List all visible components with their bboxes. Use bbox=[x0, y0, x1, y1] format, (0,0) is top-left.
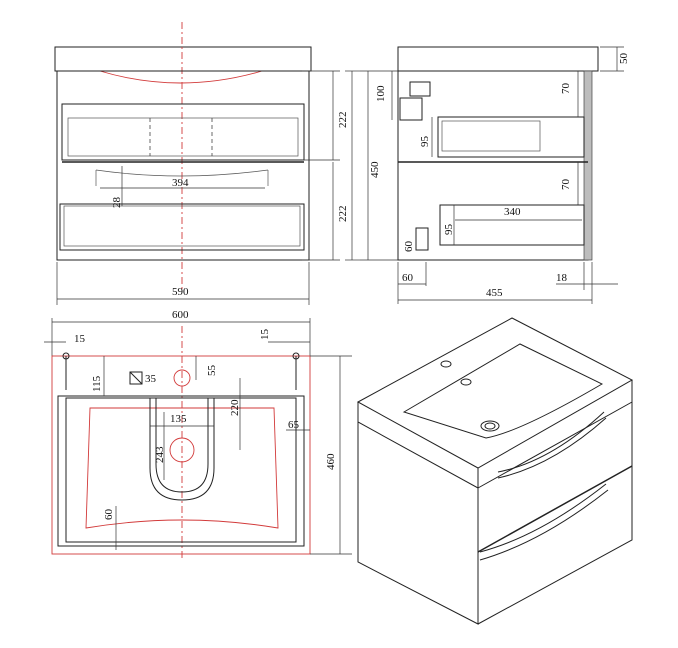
dim-plan-left-margin: 15 bbox=[74, 333, 86, 345]
isometric-view bbox=[356, 317, 634, 625]
dim-front-handle-depth: 28 bbox=[111, 197, 123, 209]
iso-bottom-handle bbox=[479, 483, 607, 553]
front-handle-curve bbox=[95, 169, 269, 177]
dim-side-bottom-gap: 60 bbox=[403, 241, 415, 253]
front-top-drawer-inner bbox=[67, 117, 299, 157]
iso-basin-top bbox=[356, 317, 634, 469]
dim-front-width: 590 bbox=[172, 286, 189, 298]
front-bottom-drawer bbox=[59, 203, 305, 251]
dim-plan-depth: 460 bbox=[325, 453, 337, 470]
dim-plan-cutout-radius: 243 bbox=[154, 446, 166, 463]
side-tap bbox=[409, 81, 431, 97]
dim-plan-front-offset: 115 bbox=[91, 375, 103, 392]
iso-bowl bbox=[402, 343, 604, 439]
front-view: 222 222 394 28 590 bbox=[54, 22, 360, 305]
dim-side-mid-gap: 70 bbox=[560, 179, 572, 191]
dim-plan-front-margin: 60 bbox=[103, 509, 115, 521]
plan-u-cutout bbox=[149, 398, 215, 501]
dim-side-top-drawer-inner: 95 bbox=[419, 136, 431, 148]
dim-side-drawer-depth: 340 bbox=[504, 206, 521, 218]
front-basin-bowl bbox=[99, 70, 263, 84]
dim-front-handle-width: 394 bbox=[172, 177, 189, 189]
dim-side-total-depth: 455 bbox=[486, 287, 503, 299]
dim-front-top-drawer: 222 bbox=[337, 112, 349, 129]
dim-plan-tap-hole: 35 bbox=[145, 373, 157, 385]
dim-plan-tap-offset-label: 55 bbox=[206, 365, 218, 377]
dim-side-bottom-drawer-inner: 95 bbox=[443, 224, 455, 236]
plan-drain bbox=[169, 437, 195, 463]
dim-side-wall-thickness: 18 bbox=[556, 272, 568, 284]
iso-top-handle bbox=[497, 411, 605, 473]
plan-basin bbox=[85, 407, 279, 529]
dim-side-top-gap: 70 bbox=[560, 83, 572, 95]
dim-side-back-offset: 60 bbox=[402, 272, 414, 284]
front-cabinet-body bbox=[56, 70, 310, 261]
side-tap-body bbox=[399, 97, 423, 121]
dim-front-bottom-drawer: 222 bbox=[337, 206, 349, 223]
dim-plan-cutout-side: 65 bbox=[288, 419, 300, 431]
dim-plan-right-margin: 15 bbox=[259, 329, 271, 341]
iso-cabinet-side bbox=[357, 422, 479, 625]
side-wall-hatch bbox=[583, 70, 593, 261]
side-basin-top bbox=[397, 46, 599, 72]
plan-view: 600 15 15 35 55 55 115 135 220 bbox=[0, 0, 352, 560]
dim-side-total-height: 450 bbox=[369, 161, 381, 178]
dim-side-basin-thickness: 50 bbox=[618, 53, 630, 65]
dim-plan-cutout-depth: 220 bbox=[229, 399, 241, 416]
dim-plan-tap-offset: 55 bbox=[0, 0, 12, 3]
plan-cabinet bbox=[57, 395, 305, 547]
side-cabinet-body bbox=[397, 70, 589, 261]
front-basin-top bbox=[54, 46, 312, 72]
front-bottom-drawer-inner bbox=[63, 205, 301, 247]
side-view: 450 50 100 70 95 70 340 95 6 bbox=[360, 46, 630, 304]
front-top-drawer bbox=[61, 103, 305, 161]
dim-plan-width: 600 bbox=[172, 309, 189, 321]
dim-plan-cutout-width: 135 bbox=[170, 413, 187, 425]
iso-cabinet-front bbox=[477, 402, 633, 625]
plan-tap-hole bbox=[173, 369, 191, 387]
iso-drain bbox=[480, 420, 500, 432]
plan-outline bbox=[51, 355, 311, 555]
side-top-drawer bbox=[437, 116, 585, 158]
side-bottom-drawer bbox=[439, 204, 585, 246]
dim-side-tap-height: 100 bbox=[375, 85, 387, 102]
